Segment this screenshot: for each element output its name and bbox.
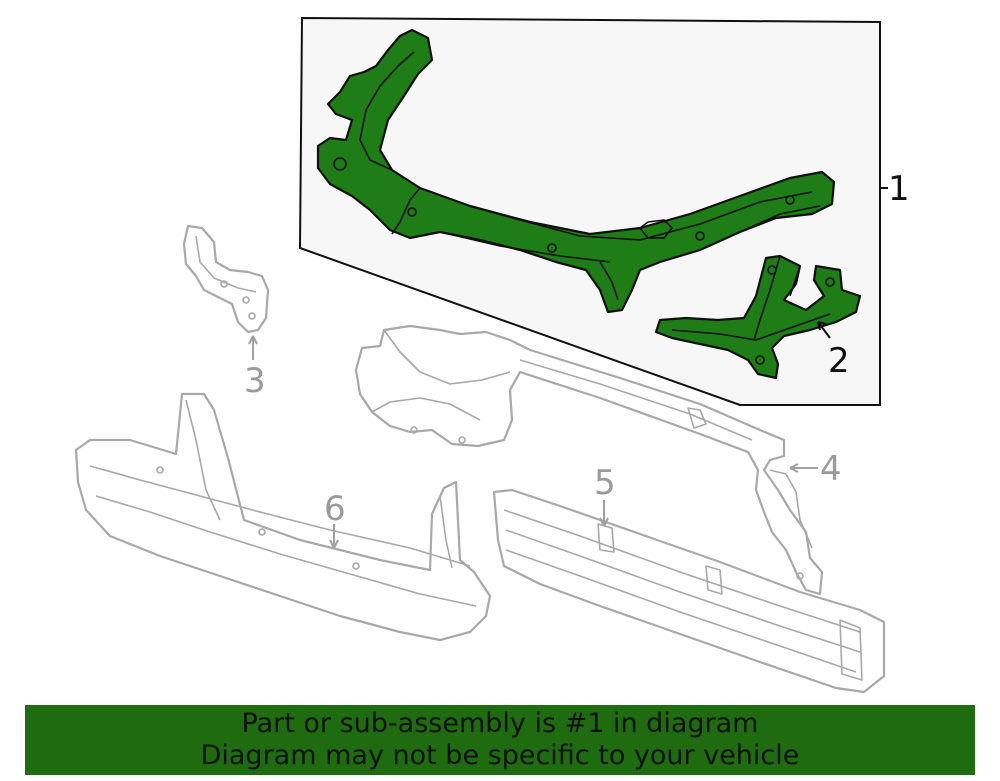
callout-5: 5 [594,463,616,503]
callout-4: 4 [820,449,842,489]
callout-5-leader [599,500,609,527]
banner-line-2: Diagram may not be specific to your vehi… [200,740,800,771]
callout-3-leader [248,335,258,360]
parts-diagram: 1 2 3 4 5 6 [74,16,910,694]
part-6-air-deflector[interactable] [74,392,492,642]
part-4-radiator-support[interactable] [354,324,824,596]
callout-3: 3 [244,361,266,401]
part-1-cross-member[interactable] [316,28,836,314]
part-5-grille-shutter[interactable] [492,488,886,694]
callout-1: 1 [888,169,910,209]
callout-4-leader [789,463,818,473]
callout-6: 6 [324,489,346,529]
callout-2-leader [817,321,831,339]
part-3-bracket[interactable] [182,224,270,334]
callout-2: 2 [828,341,850,381]
info-banner: Part or sub-assembly is #1 in diagram Di… [25,705,975,775]
highlight-panel [298,16,881,406]
part-2-lower-bracket[interactable] [654,254,862,380]
banner-line-1: Part or sub-assembly is #1 in diagram [241,708,759,739]
callout-6-leader [329,524,339,549]
